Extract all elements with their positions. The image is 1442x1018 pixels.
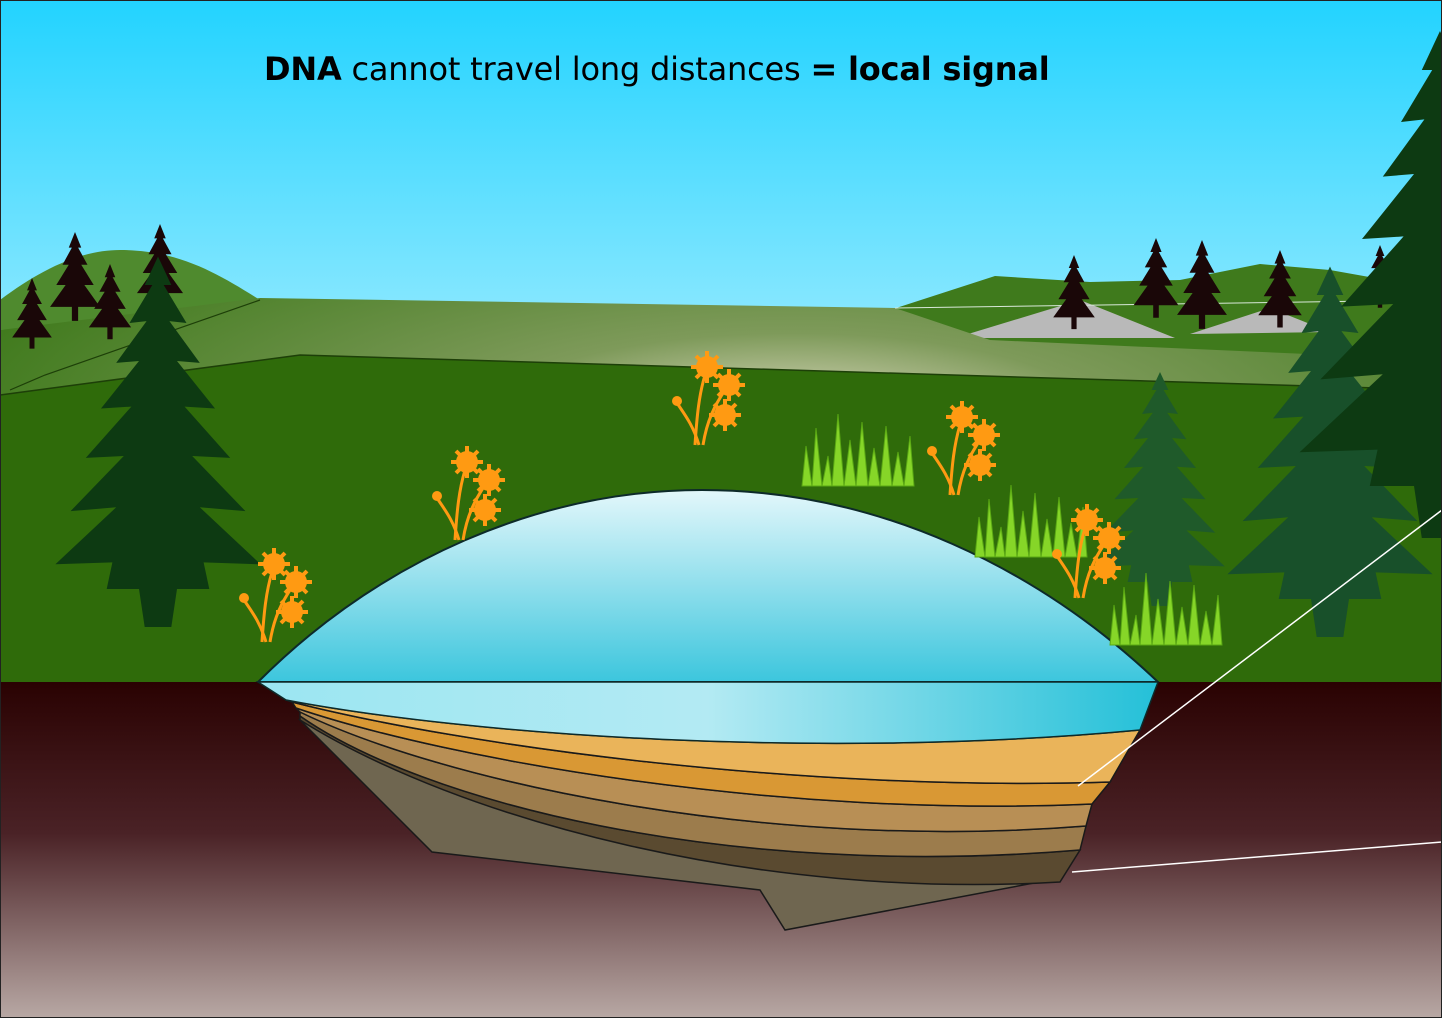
caption-local-signal: = local signal [810,50,1049,88]
caption-middle: cannot travel long distances [342,50,811,88]
caption-dna: DNA [264,50,342,88]
caption: DNA cannot travel long distances = local… [264,50,1049,88]
